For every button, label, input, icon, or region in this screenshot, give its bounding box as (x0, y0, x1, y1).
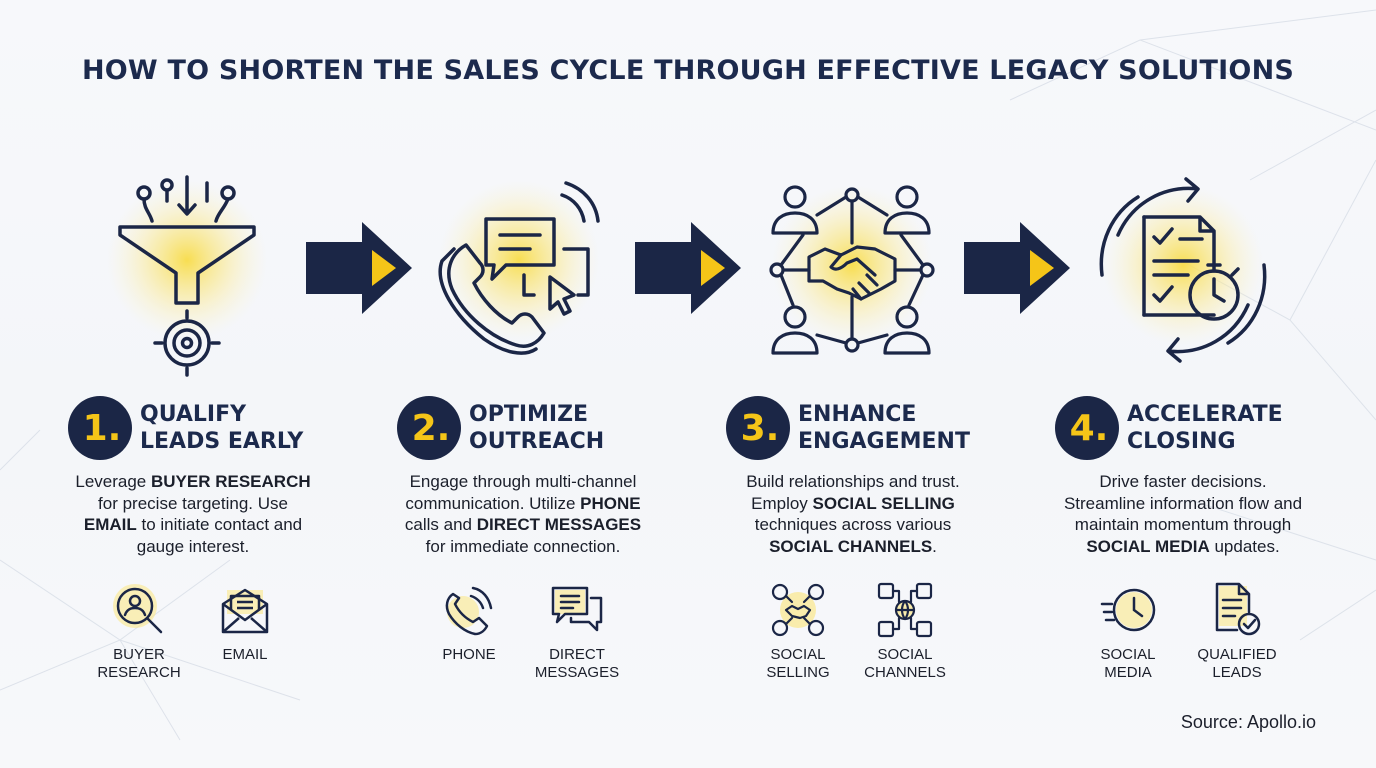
phone-chat-icon (424, 165, 614, 375)
description-line: Build relationships and trust. (708, 471, 998, 493)
step-number-badge: 2. (397, 396, 461, 460)
description-text: to initiate contact and (136, 515, 303, 534)
emphasis-text: DIRECT MESSAGES (476, 515, 642, 534)
description-line: Drive faster decisions. (1038, 471, 1328, 493)
funnel-target-icon (92, 165, 282, 377)
description-text: Drive faster decisions. (1099, 472, 1267, 491)
emphasis-text: SOCIAL MEDIA (1086, 536, 1210, 556)
description-text: communication. Utilize (405, 493, 581, 513)
emphasis-text: PHONE (580, 493, 641, 513)
email-icon (221, 588, 269, 634)
description-line: EMAIL to initiate contact and (48, 514, 338, 536)
description-line: SOCIAL MEDIA updates. (1038, 536, 1328, 558)
buyer-research-icon (113, 584, 163, 634)
description-line: techniques across various (708, 514, 998, 536)
document-cycle-stopwatch-icon (1088, 165, 1278, 375)
right-arrow-icon (304, 222, 414, 314)
description-text: for precise targeting. Use (98, 493, 288, 513)
emphasis-text: SOCIAL CHANNELS (769, 536, 933, 556)
description-text: maintain momentum through (1074, 515, 1292, 534)
description-text: . (932, 536, 937, 556)
phone-icon (445, 586, 493, 636)
qualified-leads-icon (1215, 582, 1261, 636)
description-text: for immediate connection. (425, 536, 621, 556)
description-line: for precise targeting. Use (48, 493, 338, 515)
step-3-description: Build relationships and trust. Employ SOC… (708, 471, 998, 557)
description-text: Leverage (75, 472, 151, 491)
description-text: updates. (1209, 536, 1280, 556)
page-title: HOW TO SHORTEN THE SALES CYCLE THROUGH E… (81, 55, 1295, 86)
description-line: maintain momentum through (1038, 514, 1328, 536)
right-arrow-icon (962, 222, 1072, 314)
right-arrow-icon (633, 222, 743, 314)
emphasis-text: BUYER RESEARCH (150, 472, 311, 491)
description-text: Engage through multi-channel (409, 472, 637, 491)
description-text: Build relationships and trust. (746, 472, 960, 491)
direct-messages-icon (551, 586, 603, 632)
social-media-clock-icon (1100, 588, 1156, 632)
description-text: Employ (751, 493, 813, 513)
description-text: calls and (404, 515, 477, 534)
description-line: calls and DIRECT MESSAGES (378, 514, 668, 536)
source-credit: Source: Apollo.io (1180, 712, 1316, 732)
description-line: SOCIAL CHANNELS. (708, 536, 998, 558)
social-selling-icon (771, 583, 825, 637)
description-text: gauge interest. (136, 536, 250, 556)
social-channels-icon (877, 582, 933, 638)
description-line: for immediate connection. (378, 536, 668, 558)
handshake-network-icon (757, 165, 947, 375)
step-4-description: Drive faster decisions. Streamline inform… (1038, 471, 1328, 557)
tool-phone: PHONE (414, 582, 524, 664)
step-number-badge: 3. (726, 396, 790, 460)
step-number-badge: 1. (68, 396, 132, 460)
description-line: Leverage BUYER RESEARCH (48, 471, 338, 493)
emphasis-text: EMAIL (83, 515, 137, 534)
description-text: techniques across various (754, 515, 952, 534)
description-line: Engage through multi-channel (378, 471, 668, 493)
step-number-badge: 4. (1055, 396, 1119, 460)
step-2-description: Engage through multi-channel communicatio… (378, 471, 668, 557)
description-line: gauge interest. (48, 536, 338, 558)
description-line: Employ SOCIAL SELLING (708, 493, 998, 515)
description-line: Streamline information flow and (1038, 493, 1328, 515)
tool-email: EMAIL (190, 582, 300, 664)
description-text: Streamline information flow and (1063, 493, 1303, 513)
description-line: communication. Utilize PHONE (378, 493, 668, 515)
emphasis-text: SOCIAL SELLING (812, 493, 955, 513)
